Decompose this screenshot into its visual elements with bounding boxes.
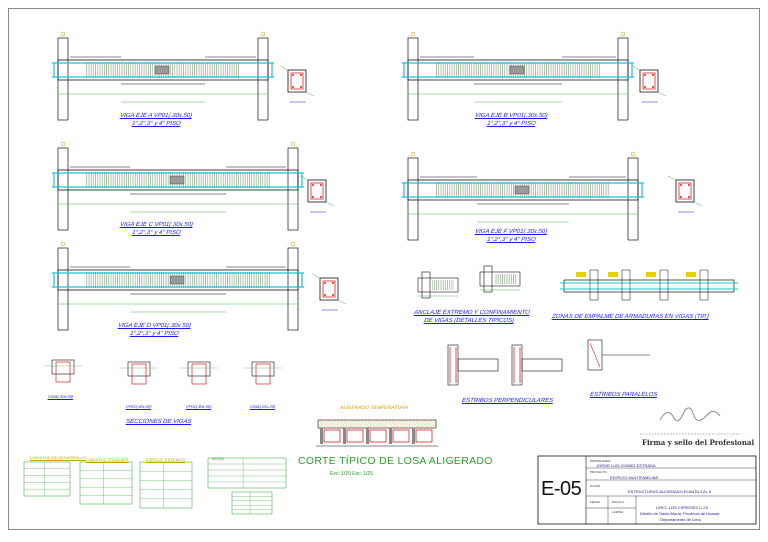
signature-stamp: [640, 407, 740, 435]
caption-secciones: SECCIONES DE VIGAS: [125, 419, 192, 425]
beam-section-2: [631, 65, 667, 97]
section-tag-3: VP01(.30x.50): [185, 404, 212, 409]
parallel-stirrups: [587, 339, 650, 371]
caption-piso-c: 1°,2°,3° y 4° PISO: [131, 230, 182, 236]
tb-plano-label: PLANO: [590, 484, 601, 488]
section-tag-2: VP01(.30x.50): [125, 404, 152, 409]
caption-piso-d: 1°,2°,3° y 4° PISO: [129, 331, 180, 337]
table-title-3: ESPECIF. ESTRIBOS: [146, 457, 186, 462]
section-tag-4: VIGA(.25x.20): [249, 404, 276, 409]
main-title: CORTE TÍPICO DE LOSA ALIGERADO: [298, 455, 493, 467]
tb-plano: ESTRUCTURAS-ALIGERADO,PLANTA 2 AL 5: [628, 489, 712, 494]
caption-viga-eje-f: VIGA EJE F VP01(.30x.50): [474, 229, 548, 235]
beam-elevation-3: [52, 141, 335, 231]
caption-viga-eje-d: VIGA EJE D VP01(.30x.50): [117, 323, 192, 329]
beam-elevation-2: [402, 31, 667, 121]
reference-tables: [23, 457, 287, 515]
caption-piso-b: 1°,2°,3° y 4° PISO: [486, 121, 537, 127]
tb-fecha-label: FECHA: [590, 500, 601, 504]
caption-viga-eje-c: VIGA EJE C VP01(.30x.50): [119, 222, 194, 228]
tb-propietario-label: PROPIETARIO: [590, 459, 611, 463]
tb-proyecto-label: PROYECTO: [590, 470, 607, 474]
tb-propietario: JORGE LUIS GOMEZ ESTRADA: [596, 463, 656, 468]
caption-losa: ALIGERADO TEMPERATURA: [339, 405, 409, 411]
splice-zones: [560, 269, 738, 301]
main-scale: Esc: 1/20 Esc: 1/25: [330, 471, 374, 477]
caption-anclaje-1: ANCLAJE EXTREMO Y CONFINAMIENTO: [413, 310, 531, 316]
caption-estribos-perpendiculares: ESTRIBOS PERPENDICULARES: [461, 398, 554, 404]
anchorage-details: [417, 265, 521, 299]
caption-estribos-paralelos: ESTRIBOS PARALELOS: [589, 392, 658, 398]
caption-piso-f: 1°,2°,3° y 4° PISO: [486, 237, 537, 243]
sheet-code: E-05: [541, 478, 582, 500]
beam-elevation-4: [402, 151, 703, 241]
tb-ubicacion: LIRIO, LOS CIPRESES C-25: [656, 505, 708, 510]
caption-viga-eje-b: VIGA EJE B VP01(.30x.50): [474, 113, 548, 119]
beam-section-1: [279, 65, 315, 97]
slab-section: [316, 419, 438, 447]
tb-ubicacion-3: Departamento de Lima: [660, 517, 701, 522]
table-title-4: NOTAS: [212, 457, 224, 461]
tb-lamina-label: LAMINA: [612, 510, 624, 514]
sheet-frame: [8, 8, 760, 530]
section-tag-1: VIGA(.30x.50): [47, 394, 74, 399]
signature-label: Firma y sello del Profesional: [642, 438, 755, 447]
tb-ubicacion-2: Distrito de Santa María, Provincia de Hu…: [640, 511, 720, 516]
caption-empalme: ZONAS DE EMPALME DE ARMADURAS EN VIGAS (…: [551, 314, 710, 320]
beam-section-5: [311, 273, 347, 305]
caption-viga-eje-a: VIGA EJE A VP01(.30x.50): [119, 113, 193, 119]
beam-elevation-5: [52, 241, 347, 331]
perpendicular-stirrups: [447, 344, 563, 386]
tb-proyecto: EDIFICIO MULTIFAMILIAR: [610, 475, 659, 480]
title-block: [537, 455, 757, 525]
caption-anclaje-2: DE VIGAS (DETALLES TIPICOS): [423, 318, 515, 324]
table-title-2: LONGITUD TRASLAPE: [86, 457, 129, 462]
caption-piso-a: 1°,2°,3° y 4° PISO: [131, 121, 182, 127]
beam-elevation-1: [52, 31, 315, 121]
beam-section-3: [299, 175, 335, 207]
tb-escala-label: ESCALA: [612, 500, 624, 504]
table-title-1: LONGITUD DE DESARROLLO: [30, 455, 86, 460]
beam-section-4: [667, 175, 703, 207]
beam-sections: [44, 359, 282, 385]
